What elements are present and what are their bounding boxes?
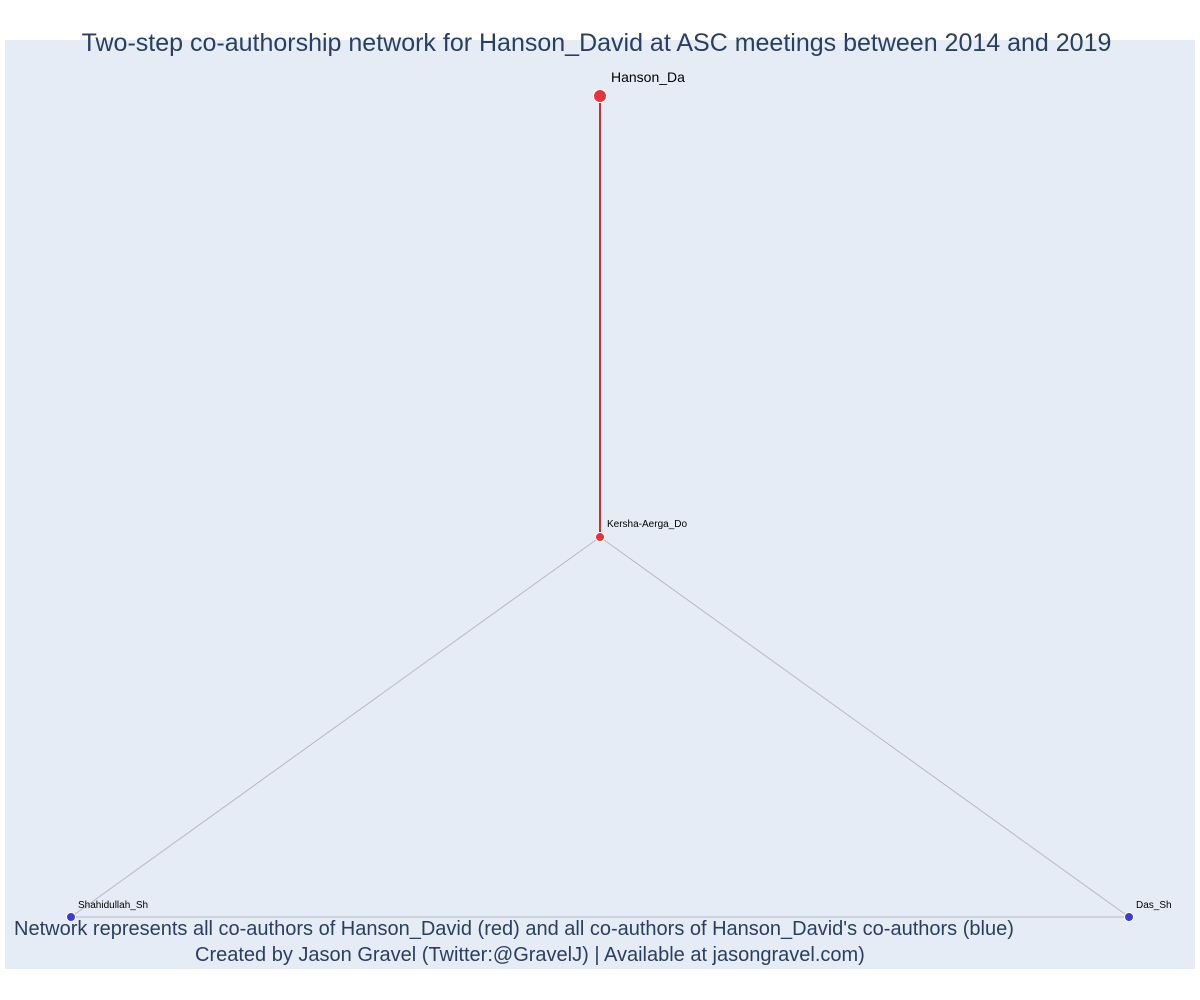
node-label-Kersha-Aerga_Do: Kersha-Aerga_Do [607, 519, 687, 530]
node-label-Hanson_Da: Hanson_Da [611, 69, 685, 85]
node-label-Das_Sh: Das_Sh [1136, 900, 1172, 911]
chart-title: Two-step co-authorship network for Hanso… [81, 29, 1112, 57]
edges-layer [70, 96, 1130, 918]
edge-Kersha-Aerga_Do-Shahidullah_Sh [70, 536, 601, 918]
node-Shahidullah_Sh[interactable] [66, 912, 76, 922]
footnote-line-2: Created by Jason Gravel (Twitter:@Gravel… [195, 944, 865, 966]
node-Kersha-Aerga_Do[interactable] [595, 532, 605, 542]
node-label-Shahidullah_Sh: Shahidullah_Sh [78, 900, 148, 911]
node-Das_Sh[interactable] [1124, 912, 1134, 922]
node-Hanson_Da[interactable] [593, 89, 607, 103]
edge-Kersha-Aerga_Do-Das_Sh [599, 536, 1130, 918]
footnote-line-1: Network represents all co-authors of Han… [14, 918, 1014, 940]
